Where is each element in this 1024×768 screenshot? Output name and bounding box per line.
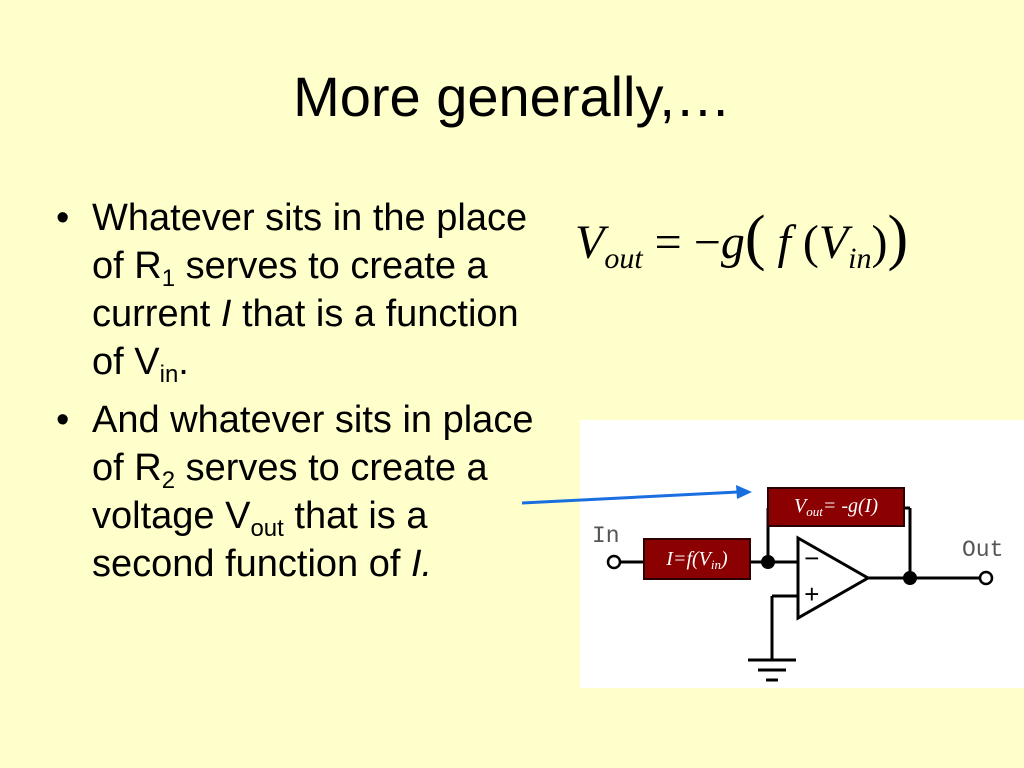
eq-paren: ( <box>744 204 766 272</box>
eq-operator: = − <box>642 216 721 269</box>
eq-paren: ) <box>887 204 909 272</box>
box-text: I=f(V <box>666 548 711 570</box>
junction-dot-output <box>903 571 917 585</box>
equation: Vout = −g( f (Vin)) <box>575 200 995 280</box>
bullet-marker: • <box>56 399 70 441</box>
eq-v-out: V <box>575 216 605 269</box>
emphasis: I. <box>411 543 433 585</box>
minus-sign: − <box>804 545 820 575</box>
box-subscript: in <box>710 557 722 572</box>
bullet-item-2: • And whatever sits in place of R2 serve… <box>52 396 542 588</box>
out-label: Out <box>962 537 1004 563</box>
eq-subscript: in <box>848 242 872 275</box>
voltage-function-box: Vout= -g(I) <box>767 487 905 527</box>
bullet-text: . <box>178 341 189 383</box>
box-text: ) <box>721 548 728 570</box>
opamp-triangle <box>796 535 872 621</box>
box-text: = -g(I) <box>822 495 878 517</box>
bullet-text: And whatever sits in place of R <box>92 399 534 489</box>
output-terminal <box>978 570 994 586</box>
box-subscript: out <box>806 504 823 519</box>
eq-f: f <box>765 216 803 269</box>
subscript: 1 <box>161 265 176 292</box>
box-text: V <box>794 495 807 517</box>
bullet-marker: • <box>56 197 70 239</box>
bullet-text: serves to create a voltage V <box>92 447 488 537</box>
bullet-text: Whatever sits in the place of R <box>92 197 528 287</box>
opamp-circuit: In Out − + I=f(Vin) Vout= -g(I) <box>580 420 1024 688</box>
subscript: out <box>250 515 284 542</box>
bullet-list: • Whatever sits in the place of R1 serve… <box>52 194 542 598</box>
current-function-box: I=f(Vin) <box>643 538 751 580</box>
eq-paren: ) <box>871 216 888 269</box>
plus-sign: + <box>804 581 820 611</box>
eq-v-in: V <box>818 216 849 269</box>
in-label: In <box>592 523 620 549</box>
emphasis: I <box>220 293 232 335</box>
bullet-text: that is a second function of <box>92 495 428 585</box>
bullet-text: that is a function of V <box>92 293 519 383</box>
eq-subscript: out <box>604 242 643 275</box>
eq-paren: ( <box>802 216 819 269</box>
junction-dot-input <box>761 555 775 569</box>
subscript: 2 <box>161 467 176 494</box>
subscript: in <box>159 361 179 388</box>
eq-g: g <box>720 216 745 269</box>
bullet-item-1: • Whatever sits in the place of R1 serve… <box>52 194 542 388</box>
input-terminal <box>606 554 622 570</box>
bullet-text: serves to create a current <box>92 245 488 335</box>
slide-title: More generally,… <box>293 65 731 128</box>
